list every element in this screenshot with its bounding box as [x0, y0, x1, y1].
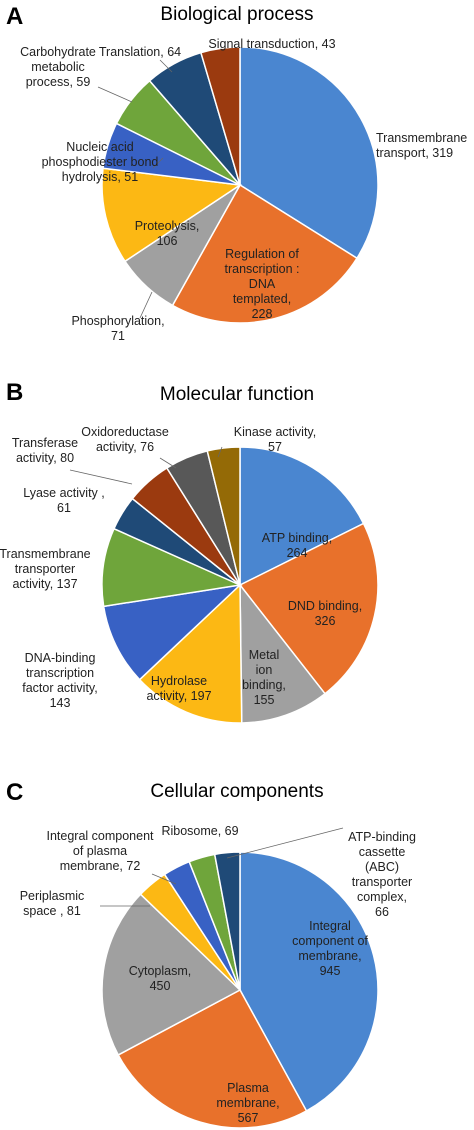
chart-title: Molecular function: [160, 384, 314, 405]
chart-title: Cellular components: [150, 781, 323, 802]
pie-slice-regulation-of: [171, 183, 359, 324]
pie-slice-dnd-binding: [238, 522, 379, 695]
pie-slice-atp-binding: [213, 851, 241, 991]
leader-line: [217, 446, 223, 458]
leader-lines: [100, 827, 344, 907]
slice-label-dnd-binding: DND binding,326: [288, 599, 362, 628]
panel-molecular-function: B Molecular function ATP binding,264DND …: [0, 379, 379, 724]
leader-lines: [97, 59, 173, 319]
panel-letter: B: [6, 379, 23, 406]
slice-label-cytoplasm: Cytoplasm,450: [129, 964, 192, 993]
slice-label-kinase-activity: Kinase activity,57: [234, 425, 316, 454]
chart-title: Biological process: [160, 4, 313, 25]
pie-slice-metal: [239, 582, 327, 724]
pie-slice-proteolysis: [101, 167, 243, 263]
slice-label-signal-transduction-43: Signal transduction, 43: [208, 37, 335, 51]
leader-line: [97, 86, 133, 103]
pie-slice-transmembrane: [101, 527, 243, 608]
pie-slice-atp-binding: [239, 446, 365, 587]
slice-label-phosphorylation: Phosphorylation,71: [71, 314, 164, 343]
pie-slice-cytoplasm: [101, 893, 242, 1056]
pie-slice-kinase-activity: [206, 446, 241, 586]
slice-label-translation-64: Translation, 64: [99, 45, 181, 59]
leader-line: [159, 457, 177, 469]
slice-label-atp-binding: ATP binding,264: [262, 531, 332, 560]
pie-slice-plasma: [117, 988, 308, 1129]
leader-line: [69, 469, 133, 485]
slice-label-lyase-activity: Lyase activity ,61: [23, 486, 105, 515]
pie-slices: [101, 46, 379, 324]
leader-lines: [69, 446, 223, 485]
pie-slices: [101, 851, 379, 1129]
leader-line: [151, 873, 177, 885]
pie-slice-hydrolase: [138, 583, 243, 724]
pie-slice-integral: [239, 851, 379, 1112]
pie-slice-transmembrane: [239, 46, 379, 260]
pie-slice-dna-binding: [102, 583, 243, 681]
panel-letter: A: [6, 3, 23, 30]
slice-label-ribosome-69: Ribosome, 69: [161, 824, 238, 838]
pie-slice-signal-transduction-43: [199, 46, 241, 186]
leader-line: [152, 157, 164, 169]
pie-slices: [101, 446, 379, 724]
panel-letter: C: [6, 779, 23, 806]
leader-line: [139, 291, 153, 319]
slice-label-proteolysis: Proteolysis,106: [135, 219, 200, 248]
leader-line: [226, 827, 344, 859]
leader-line: [159, 59, 173, 73]
